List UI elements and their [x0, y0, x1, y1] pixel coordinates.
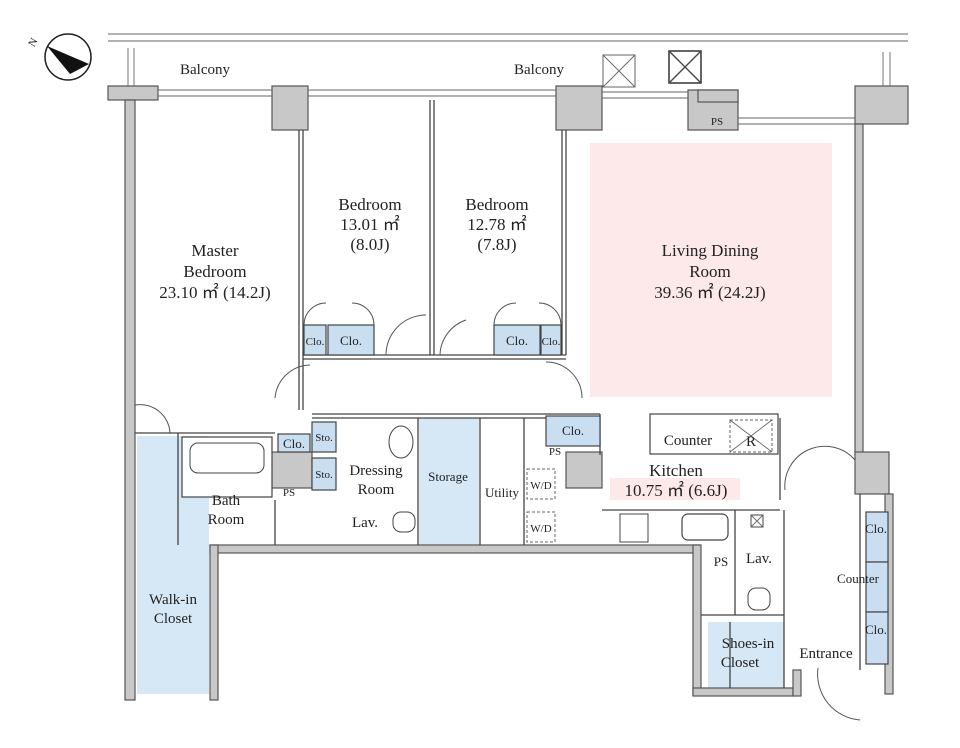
- dressing-line1: Dressing: [349, 463, 403, 479]
- closet-label: Clo.: [865, 622, 887, 637]
- shoes-line1: Shoes-in: [722, 636, 775, 652]
- closet-label: Clo.: [306, 336, 325, 348]
- closet-box: [865, 511, 889, 563]
- shoes-line2: Closet: [721, 655, 760, 671]
- bedroom-2-name: Bedroom: [465, 195, 528, 214]
- closet-box: [493, 324, 541, 356]
- master-bedroom-door: [274, 364, 311, 399]
- closet-box: [540, 324, 562, 356]
- master-bedroom-area: 23.10 ㎡ (14.2J): [159, 283, 270, 302]
- walkin-door: [134, 404, 171, 434]
- master-bedroom-line2: Bedroom: [183, 262, 246, 281]
- bedroom-2-area: 12.78 ㎡: [467, 215, 527, 234]
- closet-box: [327, 324, 375, 356]
- interior-walls: [135, 100, 861, 688]
- counter-label: Counter: [664, 433, 712, 449]
- washer-dryer-box: [526, 468, 556, 500]
- bedroom-2-jo: (7.8J): [477, 235, 516, 254]
- balcony-unit-icon: [668, 50, 702, 84]
- wd-label: W/D: [530, 480, 551, 492]
- utility-label: Utility: [485, 485, 519, 500]
- bath-line2: Room: [208, 512, 245, 528]
- bedroom-1-name: Bedroom: [338, 195, 401, 214]
- master-bedroom-line1: Master: [191, 241, 239, 260]
- storage-label: Storage: [428, 469, 468, 484]
- ps-label: PS: [283, 487, 295, 499]
- refrigerator-label: R: [746, 434, 756, 450]
- closet-box: [545, 415, 601, 447]
- closet-box: [277, 433, 311, 453]
- kitchen-area-highlight: [610, 478, 740, 500]
- closet-label: Clo.: [340, 333, 362, 348]
- kitchen-name: Kitchen: [649, 461, 703, 480]
- entrance-door: [784, 445, 856, 491]
- shoes-closet-fill: [708, 622, 784, 688]
- balcony-right-label: Balcony: [514, 62, 564, 78]
- kitchen-sink-icon: [681, 513, 729, 541]
- toilet-icon: [747, 587, 771, 611]
- closet-door: [493, 302, 517, 326]
- bedroom-door: [439, 319, 467, 356]
- closet-box: [303, 324, 327, 356]
- closet-label: Clo.: [542, 336, 561, 348]
- hall-door: [545, 361, 583, 399]
- ps-label: PS: [711, 116, 723, 128]
- kitchen-counter: [649, 413, 779, 455]
- lavatory-label: Lav.: [352, 515, 378, 531]
- counter-label: Counter: [837, 571, 880, 586]
- living-line2: Room: [689, 262, 731, 281]
- closet-label: Clo.: [506, 333, 528, 348]
- storage-box: [311, 421, 337, 453]
- toilet-icon: [392, 511, 416, 533]
- storage-box: [311, 457, 337, 491]
- sto-label: Sto.: [315, 469, 333, 481]
- lavatory-label: Lav.: [746, 551, 772, 567]
- closet-door: [303, 302, 327, 326]
- bathtub-basin: [189, 442, 265, 474]
- bedroom-door: [385, 314, 427, 356]
- bedroom-1-area: 13.01 ㎡: [340, 215, 400, 234]
- kitchen-area: 10.75 ㎡ (6.6J): [625, 481, 728, 500]
- wd-label: W/D: [530, 523, 551, 535]
- closet-door: [351, 302, 375, 326]
- north-label: N: [26, 36, 40, 49]
- closet-label: Clo.: [562, 423, 584, 438]
- balcony-left-label: Balcony: [180, 62, 230, 78]
- washer-dryer-box: [526, 511, 556, 543]
- walkin-line2: Closet: [154, 611, 193, 627]
- bathtub: [181, 436, 273, 498]
- entrance-label: Entrance: [799, 646, 853, 662]
- closet-label: Clo.: [283, 436, 305, 451]
- front-door: [817, 667, 861, 721]
- closet-door: [538, 302, 562, 326]
- sto-label: Sto.: [315, 432, 333, 444]
- storage-fill: [419, 418, 479, 545]
- sink-icon: [388, 425, 414, 459]
- dressing-line2: Room: [358, 482, 395, 498]
- bath-line1: Bath: [212, 493, 241, 509]
- living-area: 39.36 ㎡ (24.2J): [654, 283, 765, 302]
- balcony-unit-icon: [602, 54, 636, 88]
- closet-box: [865, 611, 889, 665]
- living-line1: Living Dining: [662, 241, 759, 260]
- counter-box: [865, 561, 889, 613]
- north-compass-icon: N: [26, 33, 92, 81]
- walkin-line1: Walk-in: [149, 592, 197, 608]
- living-room-highlight: [590, 143, 832, 397]
- exterior-walls: [107, 85, 909, 701]
- ps-label: PS: [714, 554, 728, 569]
- refrigerator-box: [729, 419, 773, 453]
- closet-label: Clo.: [865, 521, 887, 536]
- stove-icon: [619, 513, 649, 543]
- windows-top: [158, 89, 855, 125]
- vent-icon: [750, 514, 764, 528]
- bedroom-1-jo: (8.0J): [350, 235, 389, 254]
- ps-label: PS: [549, 446, 561, 458]
